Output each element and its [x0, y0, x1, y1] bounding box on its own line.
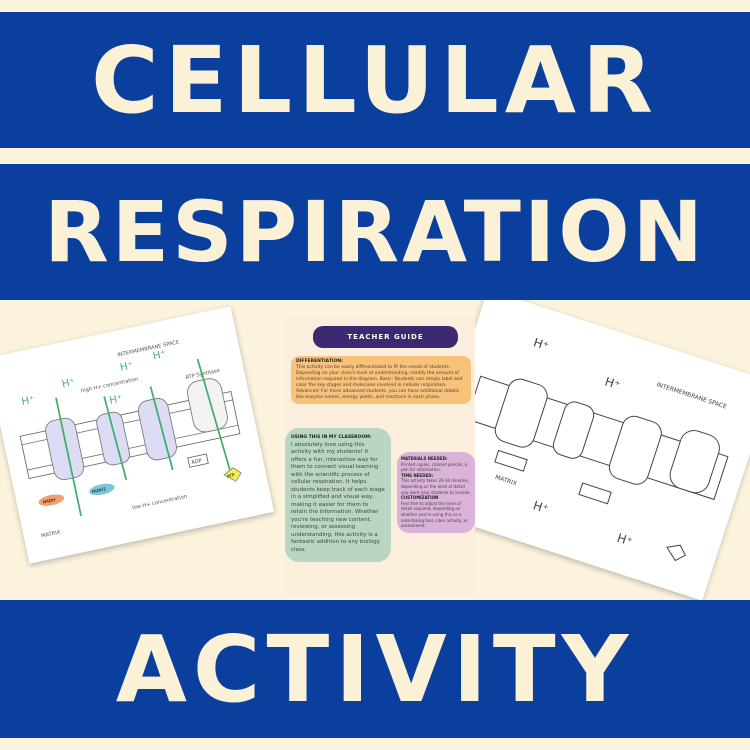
classroom-text: I absolutely love using this activity wi… [291, 441, 385, 553]
etc-diagram-colored: INTERMEMBRANE SPACE high H+ concentratio… [19, 340, 242, 539]
time-text: This activity takes 20-30 minutes, depen… [401, 478, 471, 495]
svg-text:H⁺: H⁺ [531, 498, 550, 516]
intermembrane-label: INTERMEMBRANE SPACE [117, 340, 180, 359]
adp-label: ADP [191, 458, 203, 466]
low-label: low H+ concentration [132, 494, 188, 512]
title-banner-1: CELLULAR [0, 12, 750, 148]
classroom-heading: USING THIS IN MY CLASSROOM: [291, 435, 372, 440]
title-line-2: RESPIRATION [44, 183, 706, 281]
title-banner-2: RESPIRATION [0, 164, 750, 300]
custom-heading: CUSTOMIZATION [401, 495, 439, 501]
fadh2-label: FADH2 [91, 486, 106, 495]
colored-diagram-worksheet: INTERMEMBRANE SPACE high H+ concentratio… [0, 306, 275, 564]
matrix-label-blank: MATRIX [494, 474, 518, 488]
blank-diagram-worksheet: INTERMEMBRANE SPACE MATRIX H⁺ H⁺ H⁺ H⁺ [416, 289, 750, 601]
adp-box [187, 453, 209, 468]
svg-text:H⁺: H⁺ [108, 392, 123, 406]
etc-diagram-blank: INTERMEMBRANE SPACE MATRIX H⁺ H⁺ H⁺ H⁺ [466, 335, 729, 562]
materials-heading: MATERIALS NEEDED: [401, 456, 448, 461]
differentiation-text: This activity can be easily differentiat… [296, 365, 463, 400]
title-banner-3: ACTIVITY [0, 600, 750, 738]
differentiation-box: DIFFERENTIATION: This activity can be ea… [291, 356, 471, 404]
teacher-guide-heading: TEACHER GUIDE [313, 326, 458, 348]
svg-text:H⁺: H⁺ [532, 335, 551, 353]
nadh-label: NADH [42, 497, 56, 506]
intermembrane-label-blank: INTERMEMBRANE SPACE [656, 381, 728, 410]
atp-label: ATP [226, 472, 235, 480]
svg-text:H⁺: H⁺ [20, 393, 35, 407]
svg-text:H⁺: H⁺ [119, 359, 134, 373]
time-heading: TIME NEEDED: [401, 472, 434, 478]
materials-text: Printed copies, colored pencils, a pen f… [401, 461, 467, 473]
title-line-1: CELLULAR [91, 26, 659, 134]
high-label: high H+ concentration [80, 376, 138, 394]
custom-text: Feel free to adjust the level of detail … [401, 500, 468, 529]
svg-text:H⁺: H⁺ [61, 376, 76, 390]
differentiation-heading: DIFFERENTIATION: [296, 359, 343, 364]
svg-text:H⁺: H⁺ [152, 348, 167, 362]
teacher-guide-page: TEACHER GUIDE DIFFERENTIATION: This acti… [285, 316, 475, 596]
svg-text:H⁺: H⁺ [615, 531, 634, 549]
classroom-box: USING THIS IN MY CLASSROOM: I absolutely… [285, 428, 391, 562]
matrix-label: MATRIX [41, 529, 62, 539]
svg-text:H⁺: H⁺ [603, 374, 622, 392]
title-line-3: ACTIVITY [115, 615, 635, 723]
materials-box: MATERIALS NEEDED: Printed copies, colore… [397, 452, 475, 533]
